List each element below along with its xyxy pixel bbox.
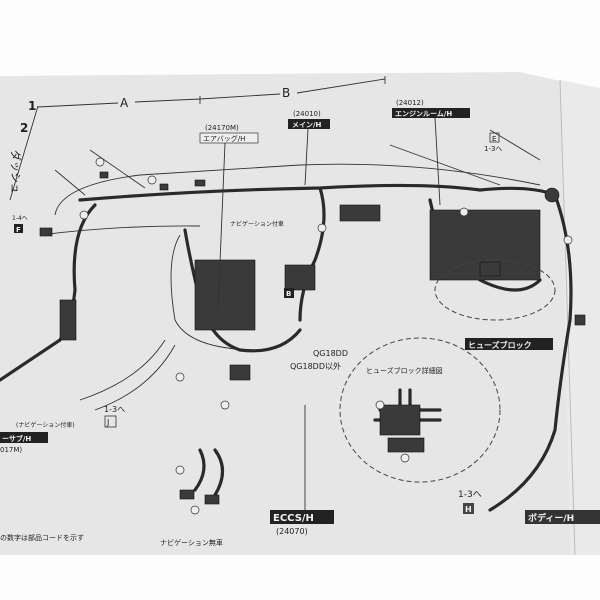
ref-j-letter: J: [106, 418, 109, 427]
ref-f-box: [14, 224, 23, 233]
ref-h-to: 1-3へ: [458, 490, 482, 500]
main-leader: [304, 128, 309, 186]
section-mark-2: 2: [20, 121, 28, 135]
engine-room-leader: [434, 117, 441, 206]
airbag-harness-label: エアバッグ/H: [203, 134, 245, 143]
zone-ruler: [37, 76, 386, 108]
ref-j-to: 1-3へ: [104, 405, 125, 414]
airbag-harness-code: (24170M): [205, 124, 239, 132]
dash-outline: [54, 163, 541, 216]
ref-b-box: [284, 288, 294, 298]
sub-harness-code: 017M): [0, 446, 22, 454]
airbag-harness-box: [199, 132, 259, 144]
console-outline: [39, 225, 261, 351]
ref-e-box: [489, 132, 500, 143]
sub-harness-label: ーサブ/H: [2, 434, 31, 443]
eccs-harness-box: [270, 510, 334, 524]
console-harness: [183, 228, 302, 353]
leader-lines: [54, 129, 541, 196]
ref-e-to: 1-3へ: [484, 145, 502, 153]
part-code-circles: [79, 157, 573, 515]
sub-harness-box: [0, 432, 48, 443]
engine-room-harness-code: (24012): [396, 99, 424, 107]
nav-equipped-note: ナビゲーション付車: [230, 220, 284, 228]
section-title: ダッシュ: [9, 150, 23, 194]
qg18dd-other-label: QG18DD以外: [290, 361, 341, 371]
body-harness-box: [525, 510, 600, 524]
main-harness-trunk: [78, 183, 557, 202]
fuse-block-label: ヒューズブロック: [468, 340, 532, 350]
nav-harness: [193, 448, 225, 497]
body-harness: [488, 193, 573, 512]
section-mark-1: 1: [28, 99, 36, 113]
ref-e-letter: E: [492, 135, 496, 143]
fuse-block-box: [465, 338, 553, 350]
airbag-leader: [217, 142, 226, 311]
zone-label-a: A: [120, 96, 129, 110]
engine-room-harness-box: [392, 108, 470, 118]
page-fold: [559, 79, 576, 556]
ref-h-box: [463, 503, 474, 514]
ref-j-box: [104, 415, 117, 428]
eccs-harness-code: (24070): [276, 527, 308, 536]
main-harness-code: (24010): [293, 110, 321, 118]
console-side: [79, 339, 176, 411]
engine-room-harness-label: エンジンルーム/H: [395, 110, 452, 118]
nav-not-equipped-note: ナビゲーション無車: [160, 538, 223, 547]
qg18dd-label: QG18DD: [313, 349, 348, 358]
center-harness: [298, 186, 326, 322]
sub-harness-note: (ナビゲーション付車): [16, 421, 75, 429]
ref-f-to: 1-4へ: [12, 215, 28, 222]
body-harness-label: ボディー/H: [528, 512, 574, 524]
ref-b-letter: B: [286, 290, 291, 298]
ref-h-letter: H: [465, 505, 472, 514]
margin-line: [9, 105, 39, 201]
zone-label-b: B: [282, 86, 290, 100]
fuse-detail-circle: [339, 337, 501, 483]
eccs-harness-label: ECCS/H: [273, 513, 314, 524]
main-harness-box: [288, 119, 330, 129]
ref-f-letter: F: [16, 226, 21, 234]
main-harness-label: メイン/H: [292, 121, 322, 129]
fuse-block-circle: [434, 259, 556, 321]
fuse-detail-title: ヒューズブロック詳細図: [366, 366, 443, 375]
legend-note: の数字は部品コードを示す: [0, 533, 84, 542]
connectors: [39, 171, 586, 505]
